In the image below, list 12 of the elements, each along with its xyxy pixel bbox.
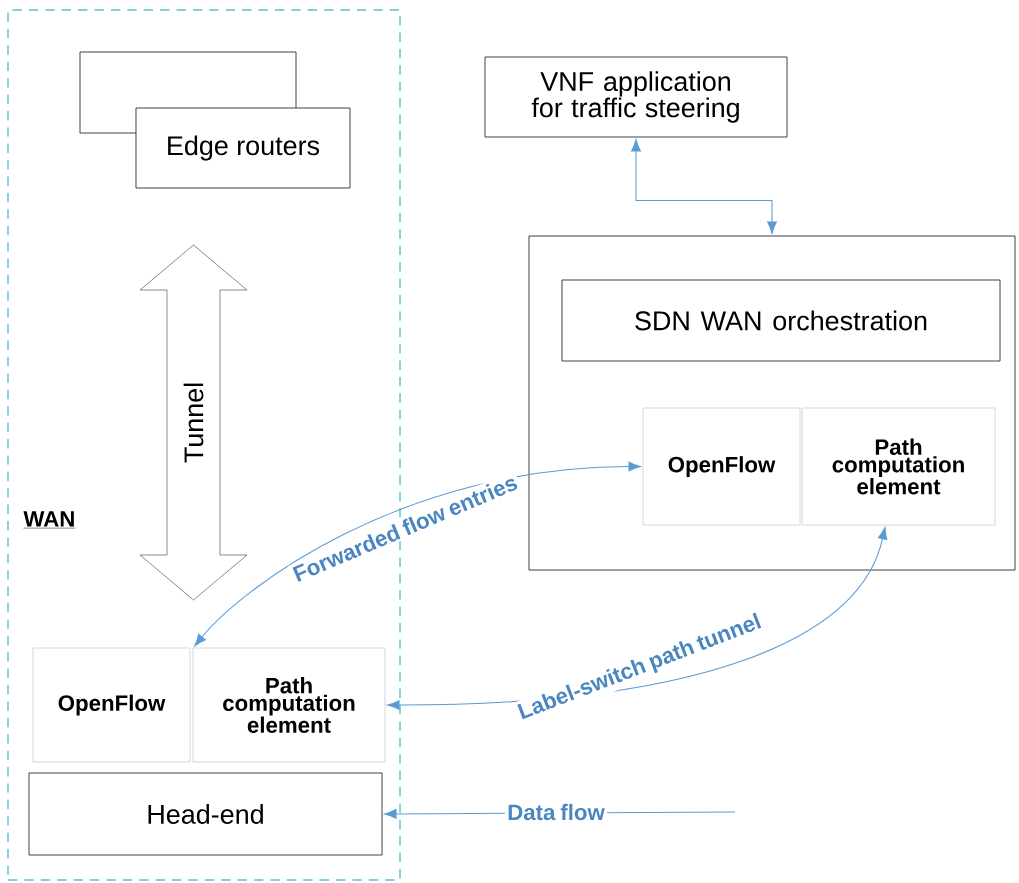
process-box: Edge routers (135, 107, 351, 189)
process-box: VNF application for traffic steering (484, 56, 788, 138)
process-box: SDN WAN orchestration (561, 279, 1001, 362)
module-cell: Path computation element (801, 407, 996, 526)
process-box: Head-end (28, 772, 383, 856)
arrow (631, 139, 777, 234)
arrow (194, 461, 641, 647)
module-cell: Path computation element (192, 647, 386, 763)
edge-label: Data flow (504, 801, 608, 823)
module-cell: OpenFlow (642, 407, 801, 526)
module-cell: OpenFlow (32, 647, 191, 763)
region-label: WAN (23, 511, 76, 529)
